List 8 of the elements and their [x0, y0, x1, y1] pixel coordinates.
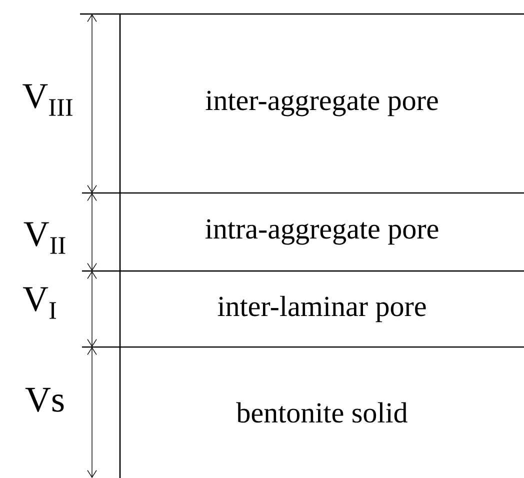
band-label: intra-aggregate pore — [205, 219, 438, 245]
band-label: inter-aggregate pore — [206, 90, 438, 116]
band-label: bentonite solid — [236, 402, 408, 423]
band-label: inter-laminar pore — [218, 296, 426, 322]
volume-label: V$_{II}$ — [24, 222, 66, 254]
volume-label: V$_{III}$ — [22, 84, 72, 116]
volume-label: V$_{I}$ — [22, 287, 56, 319]
volume-label: Vs — [25, 388, 64, 412]
